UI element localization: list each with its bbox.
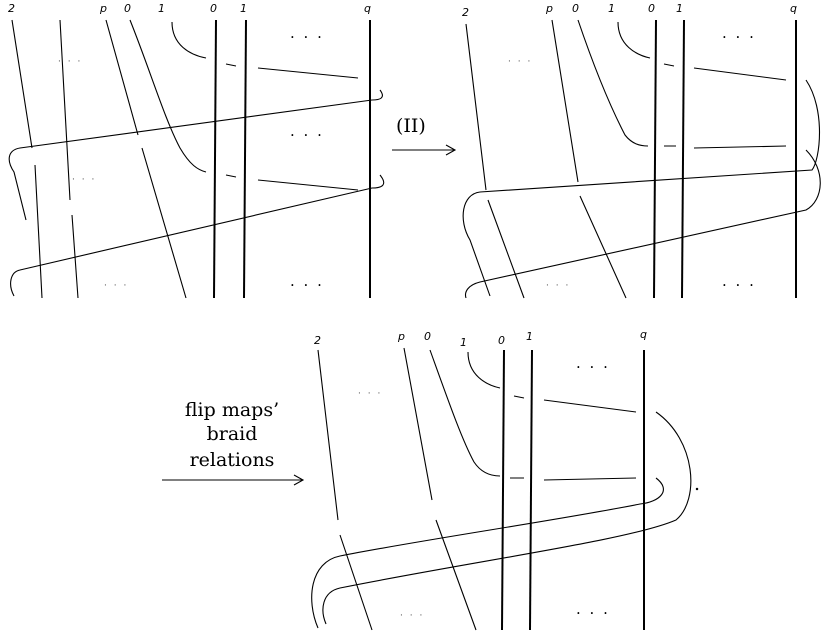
label-1: 1 [240, 2, 247, 15]
final-period: . [694, 473, 700, 495]
ellipsis-small: · · · [508, 57, 532, 67]
label-2: 2 [314, 334, 321, 347]
ellipsis: · · · [722, 276, 756, 294]
strand-1-vertical [243, 19, 247, 299]
arrow-caption-line-3: relations [190, 449, 275, 471]
strand-1-vertical [529, 349, 533, 631]
crossing-dash [225, 63, 359, 191]
label-q: q [364, 2, 371, 15]
strand-0-slant [429, 349, 501, 477]
arrow-line [162, 474, 305, 486]
loop-strand-lower [10, 174, 385, 297]
label-p: p [99, 2, 107, 15]
crossing-dash [510, 395, 637, 481]
strand-0-vertical [501, 349, 505, 631]
loop-strand-upper [462, 79, 821, 297]
label-2: 2 [8, 2, 15, 15]
label-1: 1 [460, 336, 467, 349]
panel-bottom: 2 p 0 1 0 1 q · · · · · · · · · · · · . [311, 328, 700, 631]
loop-strand-upper [322, 411, 692, 625]
panel-left: 2 p 0 1 0 1 q · · · · · · · · · · · · · … [8, 2, 385, 299]
label-0: 0 [424, 330, 431, 343]
arrow-flip-maps: flip maps’ braid relations [162, 399, 305, 486]
strand-2 [465, 23, 525, 299]
strand-1-curve [467, 351, 501, 389]
ellipsis: · · · [576, 604, 610, 622]
strand-1-curve [617, 21, 651, 59]
ellipsis-small: · · · [58, 57, 82, 67]
strand-2 [11, 19, 43, 299]
strand-p [105, 19, 187, 299]
arrow-line [392, 144, 457, 156]
arrow-caption-line-1: flip maps’ [185, 399, 279, 421]
strand-0-vertical [653, 19, 657, 299]
label-1: 1 [526, 330, 533, 343]
arrow-caption-top: (II) [396, 115, 426, 137]
label-1: 1 [676, 2, 683, 15]
arrow-caption-line-2: braid [207, 423, 258, 445]
crossing-dash [663, 63, 787, 149]
ellipsis: · · · [290, 126, 324, 144]
strand-0-slant [577, 19, 649, 147]
label-1: 1 [158, 2, 165, 15]
label-2: 2 [462, 6, 469, 19]
strand-0-vertical [213, 19, 217, 299]
strand-0-slant [129, 19, 207, 173]
strand-p [403, 347, 477, 631]
label-q: q [790, 2, 797, 15]
label-0: 0 [124, 2, 131, 15]
strand-1-curve [171, 21, 207, 59]
ellipsis: · · · [576, 358, 610, 376]
label-p: p [397, 330, 405, 343]
label-0: 0 [498, 334, 505, 347]
ellipsis-small: · · · [358, 389, 382, 399]
ellipsis-small: · · · [546, 281, 570, 291]
ellipsis: · · · [290, 276, 324, 294]
loop-strand-upper [8, 89, 383, 221]
ellipsis: · · · [722, 28, 756, 46]
ellipsis-small: · · · [104, 281, 128, 291]
loop-strand-lower [464, 149, 821, 299]
strand-lower-left [59, 19, 79, 299]
strand-2 [317, 349, 373, 631]
strand-1-vertical [681, 19, 685, 299]
ellipsis-small: · · · [400, 611, 424, 621]
loop-strand-outer [311, 477, 664, 629]
label-0: 0 [210, 2, 217, 15]
ellipsis: · · · [290, 28, 324, 46]
label-0: 0 [572, 2, 579, 15]
label-0: 0 [648, 2, 655, 15]
label-q: q [640, 328, 647, 341]
label-1: 1 [608, 2, 615, 15]
panel-right: 2 p 0 1 0 1 q · · · · · · · · · · · · [462, 2, 821, 299]
ellipsis-small: · · · [72, 175, 96, 185]
arrow-II: (II) [392, 115, 457, 156]
label-p: p [545, 2, 553, 15]
strand-p [551, 19, 627, 299]
